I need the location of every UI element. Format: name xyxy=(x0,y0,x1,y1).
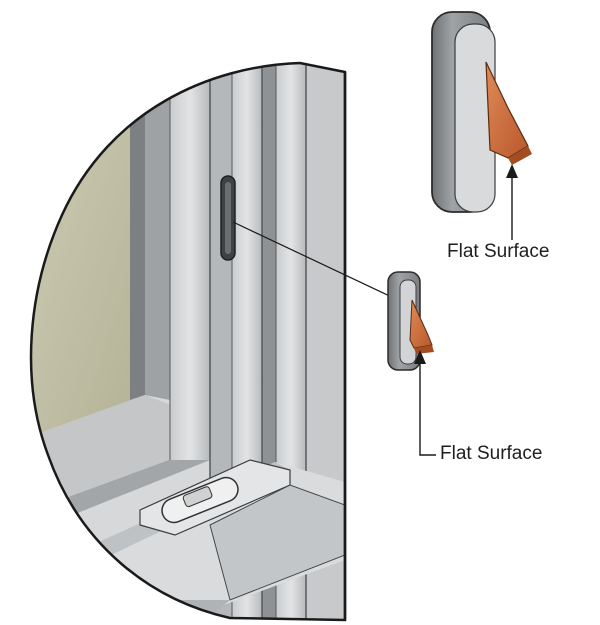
small-latch-tab xyxy=(409,299,433,349)
large-latch-part xyxy=(431,11,532,213)
small-latch-part xyxy=(387,271,434,371)
leader-line xyxy=(232,221,399,301)
arrow-up-icon xyxy=(506,164,518,240)
magnifier-outline xyxy=(29,61,347,622)
sill-wedge xyxy=(209,484,345,601)
jamb-rail-1 xyxy=(170,63,210,460)
large-latch-tab xyxy=(485,61,529,159)
glass-pane xyxy=(31,63,145,440)
arrow-up-icon xyxy=(414,350,436,456)
sash-sill xyxy=(31,395,210,500)
flat-surface-label-top: Flat Surface xyxy=(447,241,550,262)
flat-surface-label-bottom: Flat Surface xyxy=(440,443,543,464)
sash-frame-left xyxy=(145,92,170,400)
sash-frame-inner xyxy=(130,88,145,400)
